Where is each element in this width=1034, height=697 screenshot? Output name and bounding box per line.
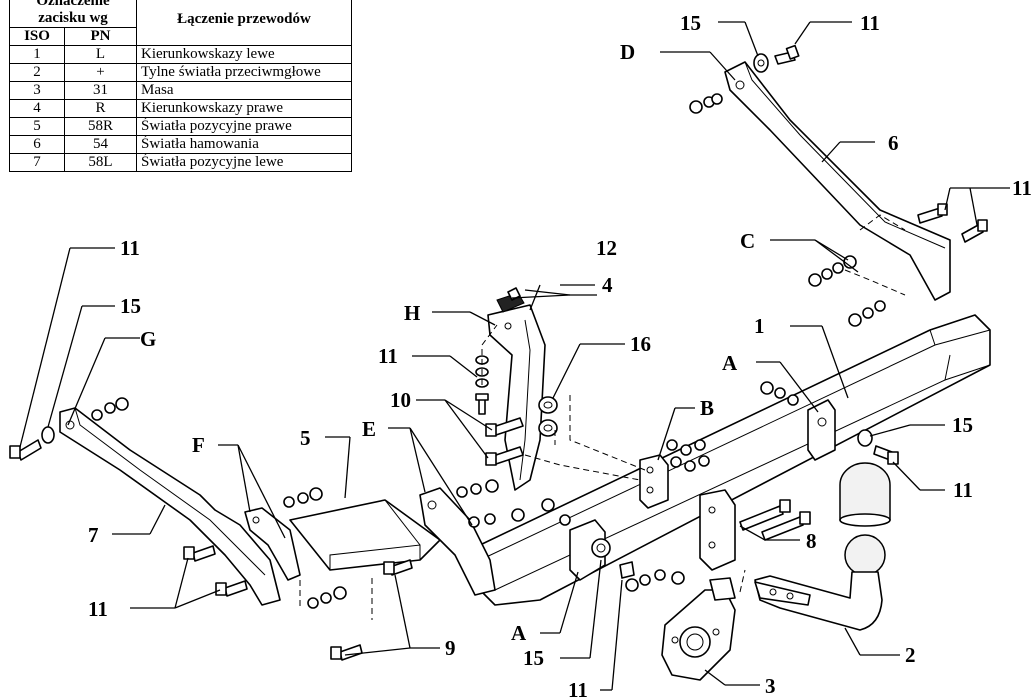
left-side-bracket bbox=[59, 407, 281, 606]
label-G: G bbox=[140, 327, 156, 351]
bracket-E-fasteners bbox=[456, 479, 571, 528]
label-H: H bbox=[404, 301, 420, 325]
label-A: A bbox=[511, 621, 527, 645]
callout-labels: 15 11 D 6 11 C 1 A 15 11 B 8 2 3 12 4 16… bbox=[88, 11, 1032, 697]
label-6: 6 bbox=[888, 131, 899, 155]
label-15: 15 bbox=[523, 646, 544, 670]
label-11: 11 bbox=[378, 344, 398, 368]
label-11: 11 bbox=[860, 11, 880, 35]
pn-column-header: PN bbox=[64, 27, 137, 46]
label-15: 15 bbox=[680, 11, 701, 35]
label-12: 12 bbox=[596, 236, 617, 260]
center-plate bbox=[289, 499, 441, 571]
label-1: 1 bbox=[754, 314, 765, 338]
description-cell: Światła pozycyjne lewe bbox=[136, 153, 352, 172]
label-15: 15 bbox=[952, 413, 973, 437]
label-11: 11 bbox=[120, 236, 140, 260]
main-crossbar bbox=[479, 314, 991, 606]
label-C: C bbox=[740, 229, 755, 253]
label-D: D bbox=[620, 40, 635, 64]
wire-connection-header: Łączenie przewodów bbox=[136, 0, 352, 46]
bracket-B bbox=[639, 454, 669, 509]
socket-plate bbox=[619, 561, 736, 681]
label-8: 8 bbox=[806, 529, 817, 553]
pn-cell: 58L bbox=[64, 153, 137, 172]
label-3: 3 bbox=[765, 674, 776, 697]
label-5: 5 bbox=[300, 426, 311, 450]
label-4: 4 bbox=[602, 273, 613, 297]
label-15: 15 bbox=[120, 294, 141, 318]
description-cell: Kierunkowskazy lewe bbox=[136, 45, 352, 64]
label-11: 11 bbox=[568, 678, 588, 697]
label-9: 9 bbox=[445, 636, 456, 660]
label-11: 11 bbox=[953, 478, 973, 502]
crossbar-nuts bbox=[666, 381, 899, 472]
bracket-F-fasteners bbox=[183, 487, 413, 661]
leader-lines bbox=[19, 21, 1010, 691]
bolts-8 bbox=[739, 499, 811, 541]
bracket-E bbox=[419, 487, 496, 596]
spacers bbox=[538, 396, 558, 437]
description-cell: Światła pozycyjne prawe bbox=[136, 117, 352, 136]
left-fasteners bbox=[9, 397, 129, 461]
label-F: F bbox=[192, 433, 205, 457]
terminal-designation-header: Oznaczenie zacisku wg bbox=[9, 0, 137, 28]
label-2: 2 bbox=[905, 643, 916, 667]
table-header-row: Oznaczenie zacisku wg Łączenie przewodów bbox=[9, 0, 352, 46]
bracket-A-left bbox=[569, 519, 611, 581]
bracket-F bbox=[244, 507, 301, 581]
label-E: E bbox=[362, 417, 376, 441]
vertical-bracket bbox=[487, 304, 546, 491]
bracket-H-fasteners bbox=[475, 355, 489, 415]
side-plate bbox=[699, 489, 736, 571]
description-cell: Światła hamowania bbox=[136, 135, 352, 154]
table-row: 2+Tylne światła przeciwmgłowe bbox=[9, 63, 352, 82]
wiring-table: Oznaczenie zacisku wg Łączenie przewodów… bbox=[9, 0, 352, 172]
label-16: 16 bbox=[630, 332, 651, 356]
alignment-lines bbox=[299, 214, 906, 620]
right-upper-bracket bbox=[724, 61, 951, 301]
label-11: 11 bbox=[1012, 176, 1032, 200]
label-7: 7 bbox=[88, 523, 99, 547]
tow-ball bbox=[754, 462, 891, 631]
description-cell: Tylne światła przeciwmgłowe bbox=[136, 63, 352, 82]
label-A: A bbox=[722, 351, 738, 375]
label-B: B bbox=[700, 396, 714, 420]
label-10: 10 bbox=[390, 388, 411, 412]
label-11: 11 bbox=[88, 597, 108, 621]
bracket-A-right bbox=[807, 399, 836, 461]
